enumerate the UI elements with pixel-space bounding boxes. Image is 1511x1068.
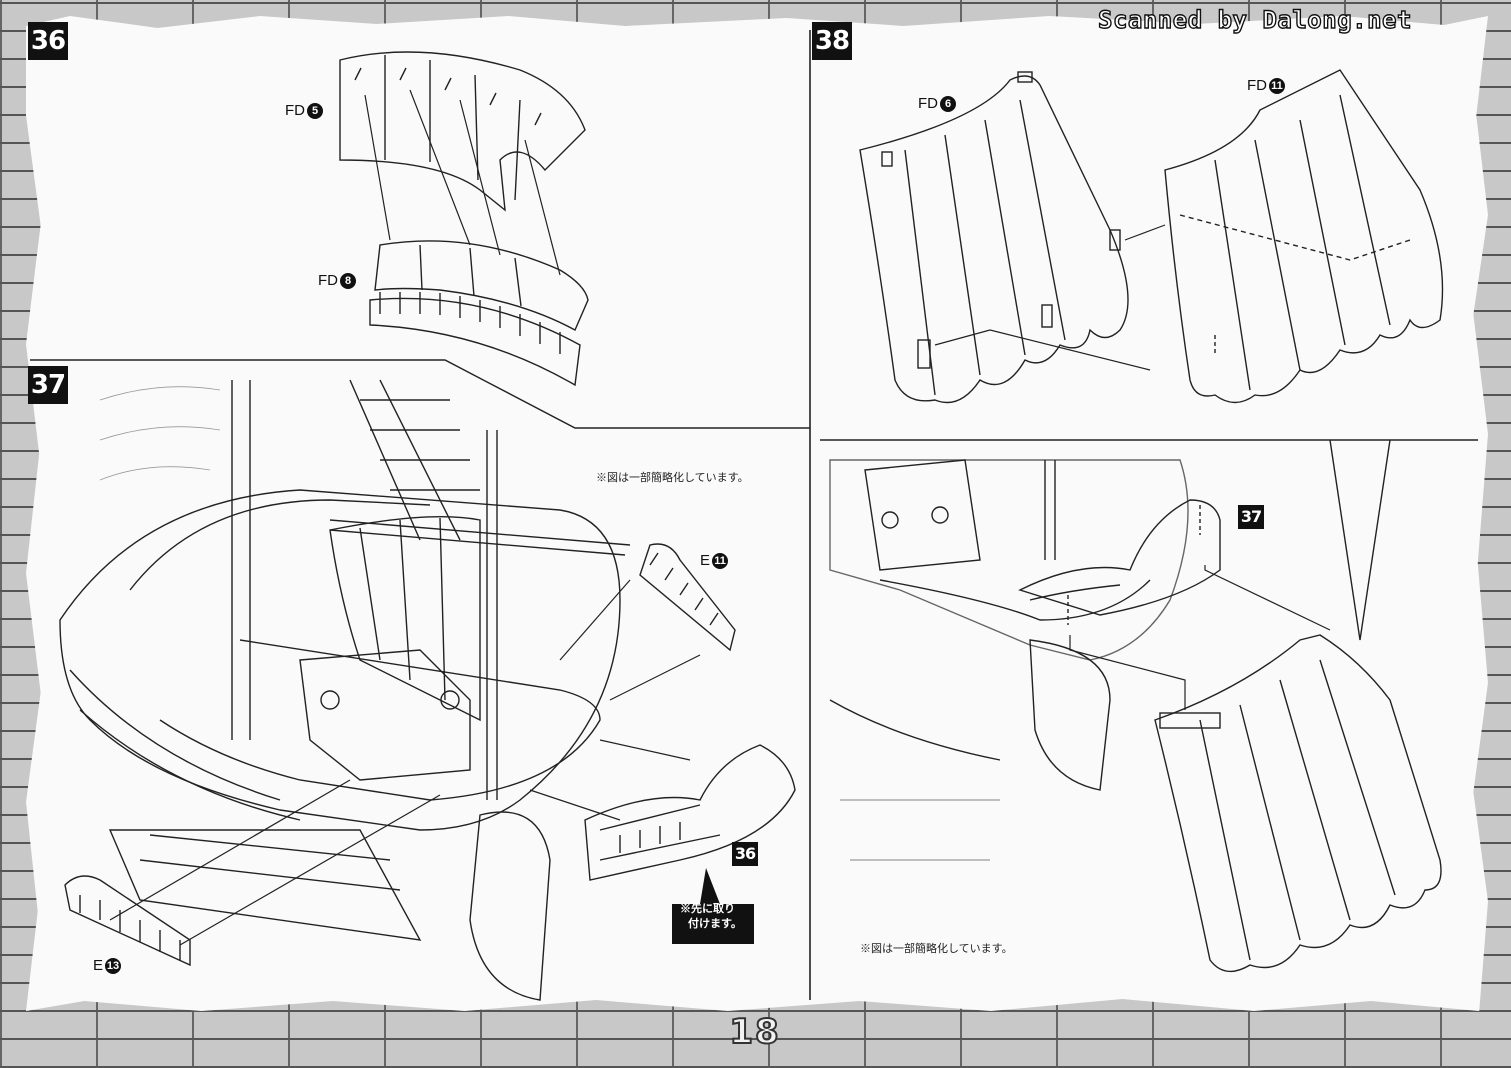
callout-text: ※先に取り 付けます。 [680, 903, 742, 930]
step-badge-37: 37 [28, 366, 68, 404]
step-badge-36: 36 [28, 22, 68, 60]
callout-bubble [672, 868, 754, 944]
assembly-arrows-36 [364, 89, 561, 276]
part-fd8-drawing [369, 240, 589, 387]
step-ref-36: 36 [732, 842, 758, 866]
assembly-arrows-37 [109, 579, 701, 946]
assembly-arrows-38 [934, 224, 1166, 371]
scanner-watermark: Scanned by Dalong.net [1097, 5, 1412, 34]
simplified-note-38: ※図は一部簡略化しています。 [860, 943, 1013, 955]
stern-closeup-drawing [829, 459, 1221, 861]
step-badge-38: 38 [812, 22, 852, 60]
part-fd5-drawing [339, 51, 586, 212]
callout-wedge [1329, 439, 1391, 641]
panel-divider-37 [30, 359, 810, 429]
sail-attach-drawing [1154, 634, 1442, 973]
step-ref-37: 37 [1238, 505, 1264, 529]
part-fd6-drawing [859, 71, 1129, 404]
simplified-note-37: ※図は一部簡略化しています。 [596, 472, 749, 484]
part-fd11-drawing [1164, 69, 1444, 404]
page-number: 18 [728, 1011, 781, 1053]
ship-drawing [59, 379, 796, 1001]
assembly-arrows-38b [1069, 565, 1331, 710]
